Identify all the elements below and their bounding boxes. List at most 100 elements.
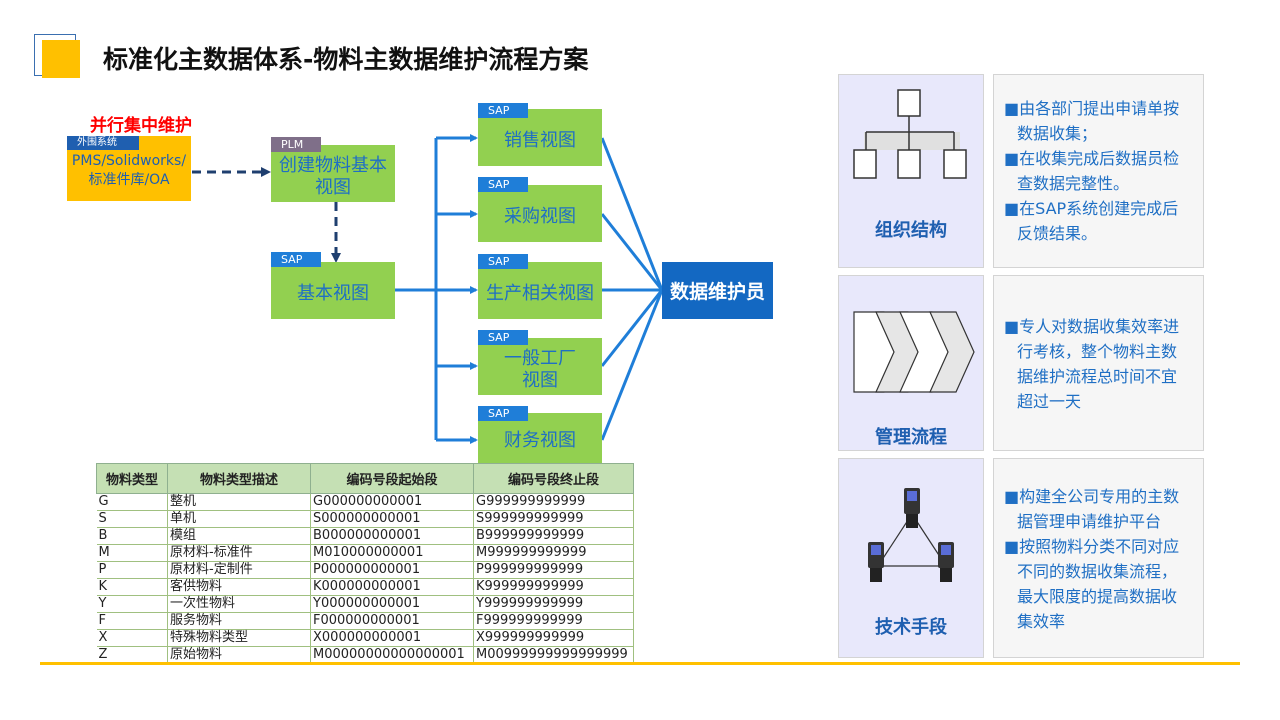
production-view-sap-tag: SAP [478, 254, 528, 269]
table-cell: X [96, 629, 168, 647]
bottom-divider [40, 662, 1240, 665]
table-cell: K000000000001 [310, 578, 474, 596]
plm-box-line2: 视图 [315, 176, 351, 198]
table-cell: Z [96, 646, 168, 664]
basic-view-sap-tag: SAP [271, 252, 321, 267]
table-header: 物料类型 [96, 463, 168, 494]
external-line2: 标准件库/OA [88, 172, 170, 188]
bullet-line: 据管理申请维护平台 [1017, 512, 1162, 531]
parallel-maintenance-label: 并行集中维护 [90, 116, 192, 136]
table-cell: 特殊物料类型 [167, 629, 311, 647]
bullet-line: 最大限度的提高数据收 [1017, 587, 1178, 606]
table-cell: M999999999999 [473, 544, 634, 562]
table-cell: P [96, 561, 168, 579]
bullet-line: 据维护流程总时间不宜 [1017, 367, 1178, 386]
bullet-line: 不同的数据收集流程， [1017, 562, 1178, 581]
bullet-line: ■由各部门提出申请单按 [1004, 99, 1180, 118]
management-process-text-panel [993, 275, 1204, 451]
table-cell: 原材料-标准件 [167, 544, 311, 562]
purchase-view-box: 采购视图 [478, 185, 602, 242]
process-chevrons-icon [853, 311, 975, 393]
table-header: 编码号段终止段 [473, 463, 634, 494]
table-cell: F [96, 612, 168, 630]
external-systems-text: PMS/Solidworks/ 标准件库/OA [67, 152, 191, 190]
table-header-row: 物料类型 物料类型描述 编码号段起始段 编码号段终止段 [96, 463, 634, 494]
production-view-label: 生产相关视图 [486, 282, 594, 304]
table-cell: S999999999999 [473, 510, 634, 528]
table-cell: F999999999999 [473, 612, 634, 630]
plm-create-basic-view-box: 创建物料基本 视图 [271, 145, 395, 202]
table-cell: 客供物料 [167, 578, 311, 596]
bullet-line: ■专人对数据收集效率进 [1004, 317, 1180, 336]
table-cell: X999999999999 [473, 629, 634, 647]
table-cell: 服务物料 [167, 612, 311, 630]
table-cell: X000000000001 [310, 629, 474, 647]
bullet-line: ■按照物料分类不同对应 [1004, 537, 1180, 556]
technical-means-text-panel [993, 458, 1204, 658]
plant-view-line1: 一般工厂 [504, 347, 576, 369]
bullet-line: 查数据完整性。 [1017, 174, 1130, 193]
plant-view-box: 一般工厂 视图 [478, 338, 602, 395]
table-cell: M00999999999999999 [473, 646, 634, 664]
table-cell: S000000000001 [310, 510, 474, 528]
line-plant-to-maintainer [600, 289, 664, 367]
bullet-line: ■在SAP系统创建完成后 [1004, 199, 1179, 218]
plant-view-sap-tag: SAP [478, 330, 528, 345]
table-cell: K [96, 578, 168, 596]
management-process-text: ■专人对数据收集效率进 行考核，整个物料主数 据维护流程总时间不宜 超过一天 [1004, 314, 1179, 414]
technical-means-text: ■构建全公司专用的主数 据管理申请维护平台 ■按照物料分类不同对应 不同的数据收… [1004, 484, 1179, 634]
basic-view-label: 基本视图 [297, 282, 369, 304]
table-cell: K999999999999 [473, 578, 634, 596]
table-header: 编码号段起始段 [310, 463, 474, 494]
table-cell: G000000000001 [310, 493, 474, 511]
network-devices-icon [868, 488, 954, 582]
table-cell: 原始物料 [167, 646, 311, 664]
purchase-view-sap-tag: SAP [478, 177, 528, 192]
purchase-view-label: 采购视图 [504, 205, 576, 227]
table-cell: 原材料-定制件 [167, 561, 311, 579]
finance-view-box: 财务视图 [478, 413, 602, 463]
table-cell: M010000000001 [310, 544, 474, 562]
line-finance-to-maintainer [600, 289, 664, 441]
technical-means-label: 技术手段 [875, 617, 947, 638]
bullet-line: ■在收集完成后数据员检 [1004, 149, 1180, 168]
table-cell: 整机 [167, 493, 311, 511]
org-structure-text-panel [993, 74, 1204, 268]
org-chart-icon [853, 89, 967, 179]
table-cell: B000000000001 [310, 527, 474, 545]
management-process-label: 管理流程 [875, 427, 947, 448]
org-structure-label: 组织结构 [875, 220, 947, 241]
sales-view-sap-tag: SAP [478, 103, 528, 118]
title-square-decoration [42, 40, 80, 78]
bullet-line: 行考核，整个物料主数 [1017, 342, 1178, 361]
table-cell: P999999999999 [473, 561, 634, 579]
plm-tag: PLM [271, 137, 321, 152]
table-cell: F000000000001 [310, 612, 474, 630]
bullet-line: 反馈结果。 [1017, 224, 1098, 243]
line-purchase-to-maintainer [600, 213, 664, 291]
table-cell: P000000000001 [310, 561, 474, 579]
plant-view-line2: 视图 [522, 369, 558, 391]
finance-view-label: 财务视图 [504, 430, 576, 451]
table-cell: B [96, 527, 168, 545]
production-view-box: 生产相关视图 [478, 262, 602, 319]
sales-view-label: 销售视图 [504, 129, 576, 151]
bullet-line: 数据收集； [1017, 124, 1098, 143]
basic-view-box: 基本视图 [271, 262, 395, 319]
plm-box-line1: 创建物料基本 [279, 154, 387, 176]
org-structure-text: ■由各部门提出申请单按 数据收集； ■在收集完成后数据员检 查数据完整性。 ■在… [1004, 96, 1179, 246]
external-systems-tag: 外围系统 [67, 136, 139, 150]
table-cell: 一次性物料 [167, 595, 311, 613]
table-cell: B999999999999 [473, 527, 634, 545]
sales-view-box: 销售视图 [478, 109, 602, 166]
finance-view-sap-tag: SAP [478, 406, 528, 421]
